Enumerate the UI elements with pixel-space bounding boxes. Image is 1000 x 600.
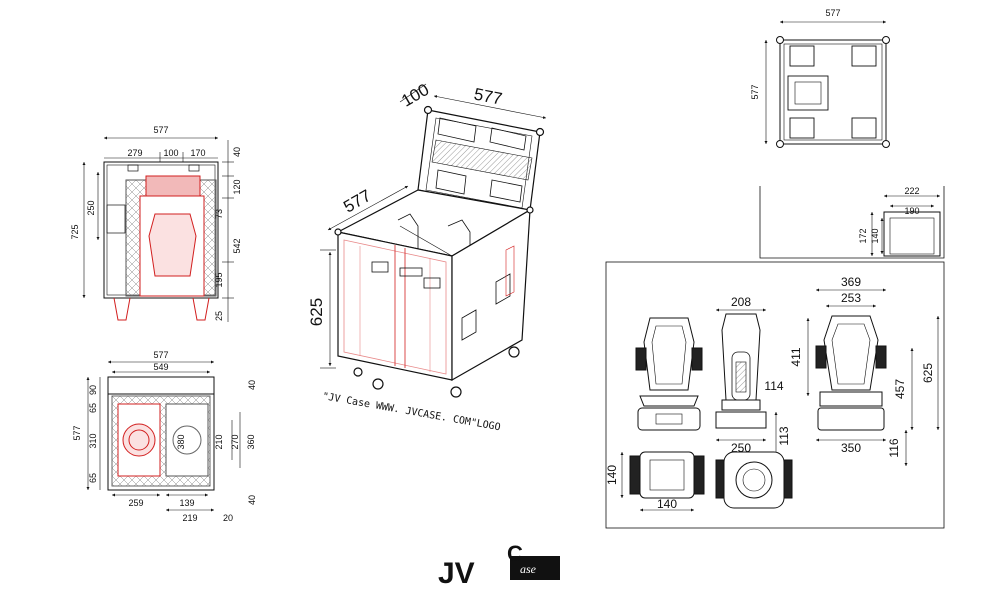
plan-width-label: 577 xyxy=(825,8,840,18)
fixture-side-w-label: 208 xyxy=(731,295,751,309)
top-rtop-label: 40 xyxy=(247,380,257,390)
front-r4-label: 542 xyxy=(232,238,242,253)
top-c3-label: 270 xyxy=(230,434,240,449)
fixture-head-2 xyxy=(715,308,778,460)
box-outer-h-label: 172 xyxy=(858,228,868,243)
top-rbot-label: 40 xyxy=(247,495,257,505)
plan-height-label: 577 xyxy=(750,84,760,99)
top-b1-label: 259 xyxy=(128,498,143,508)
iso-height-label: 625 xyxy=(307,298,326,326)
front-height-label: 725 xyxy=(70,224,80,239)
isometric-case-view xyxy=(320,83,547,398)
fixture-head-3 xyxy=(806,288,940,466)
fixture-front-h2-label: 457 xyxy=(893,379,907,399)
iso-depth-label: 100 xyxy=(398,80,432,111)
logo-case-text: ase xyxy=(520,562,537,576)
plan-view xyxy=(764,20,890,148)
top-b4-label: 20 xyxy=(223,513,233,523)
top-b2-label: 139 xyxy=(179,498,194,508)
top-c4-label: 360 xyxy=(246,434,256,449)
box-inner-w-label: 190 xyxy=(904,206,919,216)
fixture-front-base-label: 350 xyxy=(841,441,861,455)
logo-c-text: C xyxy=(507,541,523,566)
fixture-front-foot-label: 116 xyxy=(887,438,901,457)
top-b3-label: 219 xyxy=(182,513,197,523)
fixture-base-h-label: 140 xyxy=(605,465,619,485)
iso-side-label: 577 xyxy=(340,186,374,217)
front-w1-label: 279 xyxy=(127,148,142,158)
box-outer-w-label: 222 xyxy=(904,186,919,196)
small-box-panel xyxy=(759,186,945,259)
fixture-base-1 xyxy=(620,451,705,512)
front-section-view xyxy=(82,136,234,322)
fixture-base-w-label: 140 xyxy=(657,497,677,511)
front-w3-label: 170 xyxy=(190,148,205,158)
front-left-h-label: 250 xyxy=(86,200,96,215)
fixture-panel xyxy=(605,261,945,529)
top-l3-label: 310 xyxy=(88,433,98,448)
fixture-base-2 xyxy=(715,451,793,509)
jv-case-logo: JV C ase xyxy=(438,541,560,590)
top-l4-label: 65 xyxy=(88,473,98,483)
logo-jv-text: JV xyxy=(438,557,475,590)
top-inner-label: 549 xyxy=(153,362,168,372)
top-c2-label: 210 xyxy=(214,434,224,449)
top-section-view xyxy=(86,360,241,512)
logo-note: "JV Case WWW. JVCASE. COM"LOGO xyxy=(321,391,501,433)
front-w2-label: 100 xyxy=(163,148,178,158)
front-r3-label: 73 xyxy=(214,209,224,219)
top-width-label: 577 xyxy=(153,350,168,360)
top-c1-label: 380 xyxy=(176,434,186,449)
front-r5-label: 195 xyxy=(214,272,224,287)
fixture-head-1 xyxy=(635,317,703,431)
front-width-label: 577 xyxy=(153,125,168,135)
fixture-front-w-label: 369 xyxy=(841,275,861,289)
fixture-front-h3-label: 625 xyxy=(921,363,935,383)
iso-width-label: 577 xyxy=(472,85,503,109)
top-l1-label: 90 xyxy=(88,385,98,395)
fixture-side-base-label: 250 xyxy=(731,441,751,455)
fixture-side-h-label: 114 xyxy=(764,379,783,393)
top-height-label: 577 xyxy=(72,425,82,440)
fixture-front-inner-label: 253 xyxy=(841,291,861,305)
front-r2-label: 120 xyxy=(232,179,242,194)
front-r6-label: 25 xyxy=(214,311,224,321)
fixture-side-foot-label: 113 xyxy=(777,426,791,445)
fixture-front-h1-label: 411 xyxy=(789,347,803,366)
front-r1-label: 40 xyxy=(232,147,242,157)
box-inner-h-label: 140 xyxy=(870,228,880,243)
top-l2-label: 65 xyxy=(88,403,98,413)
